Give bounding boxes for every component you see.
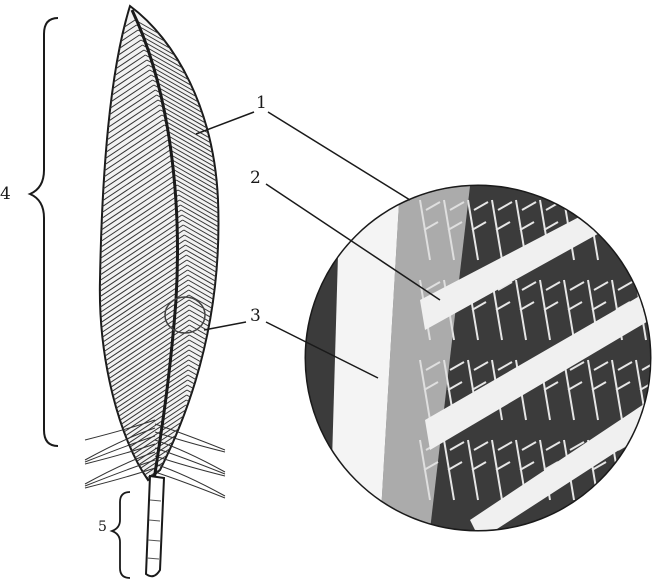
feather-vane	[45, 6, 259, 525]
vane-brace	[30, 18, 58, 446]
barb-line	[185, 420, 255, 460]
feather-quill	[146, 476, 164, 576]
barbule-hook	[612, 200, 632, 260]
barbule-hook	[636, 440, 656, 500]
label-5: 5	[98, 520, 107, 534]
magnified-view	[306, 180, 656, 540]
label-3: 3	[250, 308, 261, 325]
quill-brace	[112, 492, 130, 578]
barb-line	[189, 355, 259, 395]
leader-1b	[268, 112, 410, 200]
barbule-hook	[636, 200, 656, 260]
label-2: 2	[250, 170, 261, 187]
barb-line	[91, 455, 181, 515]
label-4: 4	[0, 186, 11, 203]
down-strand	[155, 472, 225, 498]
barb-line	[185, 415, 255, 455]
down-strand	[155, 464, 225, 496]
barb-line	[187, 385, 257, 425]
barb-line	[188, 370, 258, 410]
barb-line	[188, 380, 258, 420]
barb-line	[184, 425, 254, 465]
barb-line	[188, 375, 258, 415]
barb-line	[189, 360, 259, 400]
label-1: 1	[256, 95, 267, 112]
barb-line	[183, 435, 253, 475]
barb-line	[186, 400, 256, 440]
barb-line	[182, 450, 252, 490]
barb-line	[187, 390, 257, 430]
barb-line	[187, 395, 257, 435]
